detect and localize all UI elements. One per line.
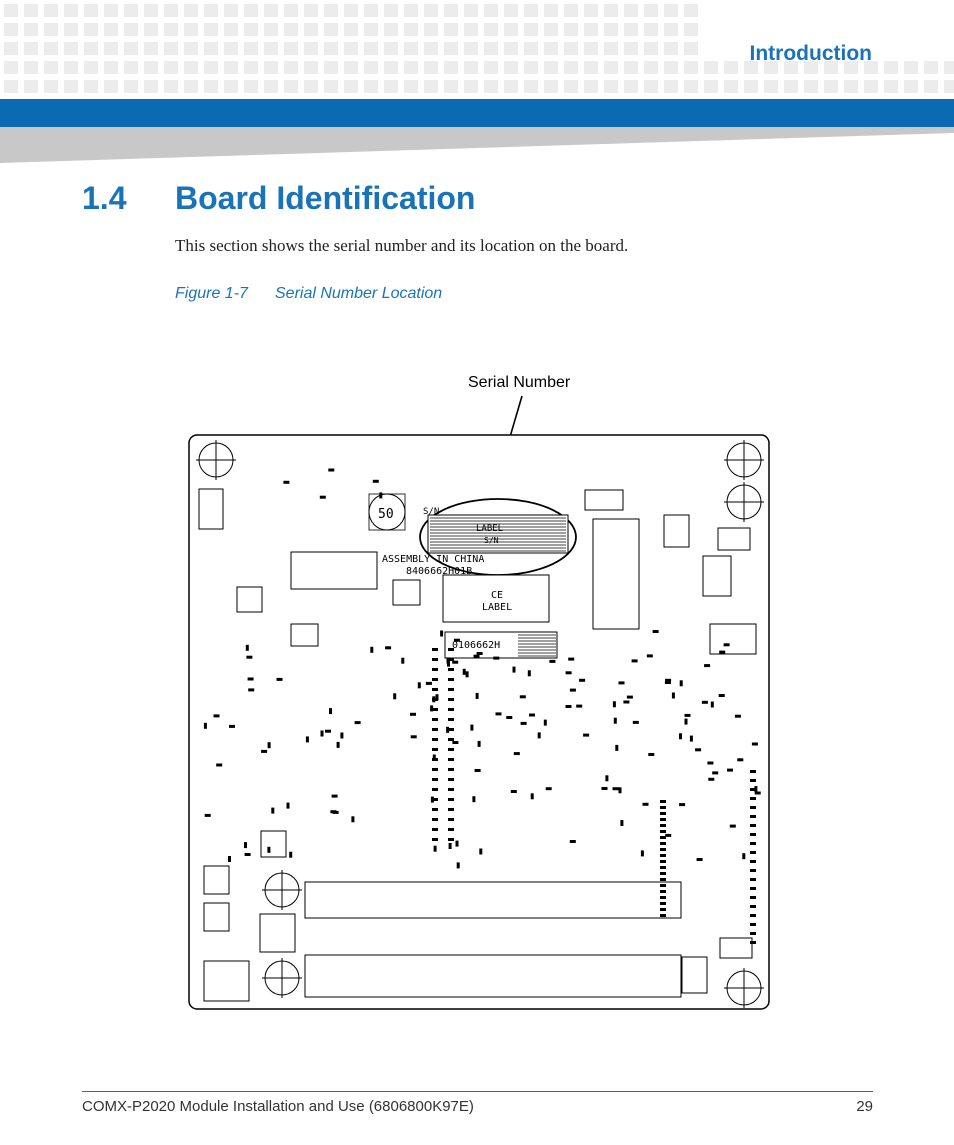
sn-prefix: S/N (423, 507, 439, 517)
figure-number: Figure 1-7 (175, 285, 248, 302)
mount-hole-number: 50 (378, 507, 394, 522)
barcode-number: 0106662H (452, 640, 500, 651)
label-sn: S/N (484, 536, 499, 545)
page-number: 29 (856, 1098, 873, 1115)
assembly-text: ASSEMBLY IN CHINA (382, 554, 484, 565)
label-title: LABEL (476, 524, 503, 534)
mounting-holes (196, 440, 764, 1008)
barcode-stripes (518, 631, 556, 657)
header-blue-band (0, 99, 954, 127)
ce-label-line2: LABEL (482, 602, 512, 613)
footer-document-title: COMX-P2020 Module Installation and Use (… (82, 1098, 474, 1115)
section-title: Introduction (749, 42, 872, 65)
barcode-label (444, 631, 558, 659)
section-heading-text: Board Identification (175, 180, 476, 216)
header-grey-band (0, 127, 954, 163)
section-heading: 1.4 Board Identification (82, 180, 475, 217)
ce-label-line1: CE (491, 590, 503, 601)
figure-title: Serial Number Location (275, 285, 443, 302)
header-pattern (4, 4, 954, 93)
part-number: 8406662H01B (406, 566, 472, 577)
board-major-components (198, 488, 757, 1002)
board-diagram: 50 S/N LABEL S/N ASSEMBLY IN CHINA 84066… (188, 395, 770, 1010)
serial-number-label-hatch (430, 517, 566, 552)
figure-caption: Figure 1-7 Serial Number Location (175, 285, 442, 303)
footer-rule (82, 1091, 873, 1092)
ce-label (442, 574, 550, 623)
board-small-components (203, 468, 761, 944)
body-paragraph: This section shows the serial number and… (175, 236, 629, 255)
section-number: 1.4 (82, 180, 127, 216)
board-outline (188, 434, 770, 1010)
serial-number-annotation: Serial Number (468, 374, 571, 391)
